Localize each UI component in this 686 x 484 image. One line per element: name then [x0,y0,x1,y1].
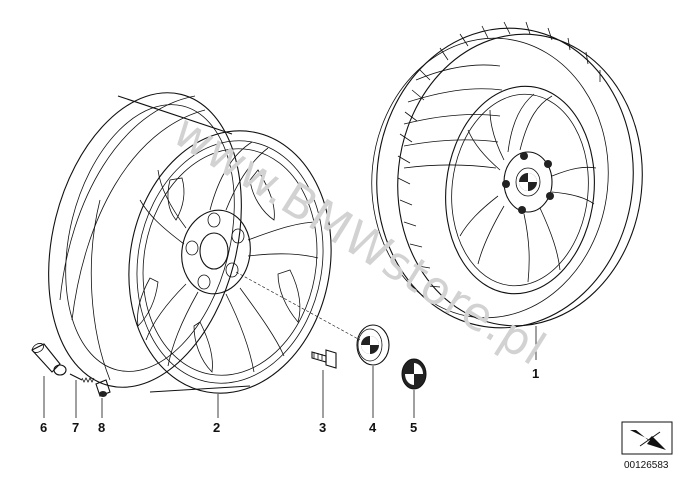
callout-3: 3 [319,420,326,435]
callout-4: 4 [369,420,377,435]
callout-2: 2 [213,420,220,435]
tyre-tread [397,21,601,288]
valve-stem [31,343,67,376]
direction-arrow-icon [621,421,673,455]
document-number: 00126583 [624,460,669,471]
callout-1: 1 [532,366,539,381]
callout-5: 5 [410,420,417,435]
callout-labels: 1 2 3 4 5 6 7 8 [40,366,539,435]
callout-8: 8 [98,420,105,435]
leader-lines [43,271,537,418]
emblem [401,358,427,390]
hub-cap [356,324,390,366]
callout-6: 6 [40,420,47,435]
complete-wheel-with-tyre [371,21,643,329]
valve-core [69,373,95,383]
valve-cap [95,379,111,397]
wheel-bolt [311,349,337,369]
callout-7: 7 [72,420,79,435]
alloy-rim [48,92,332,394]
